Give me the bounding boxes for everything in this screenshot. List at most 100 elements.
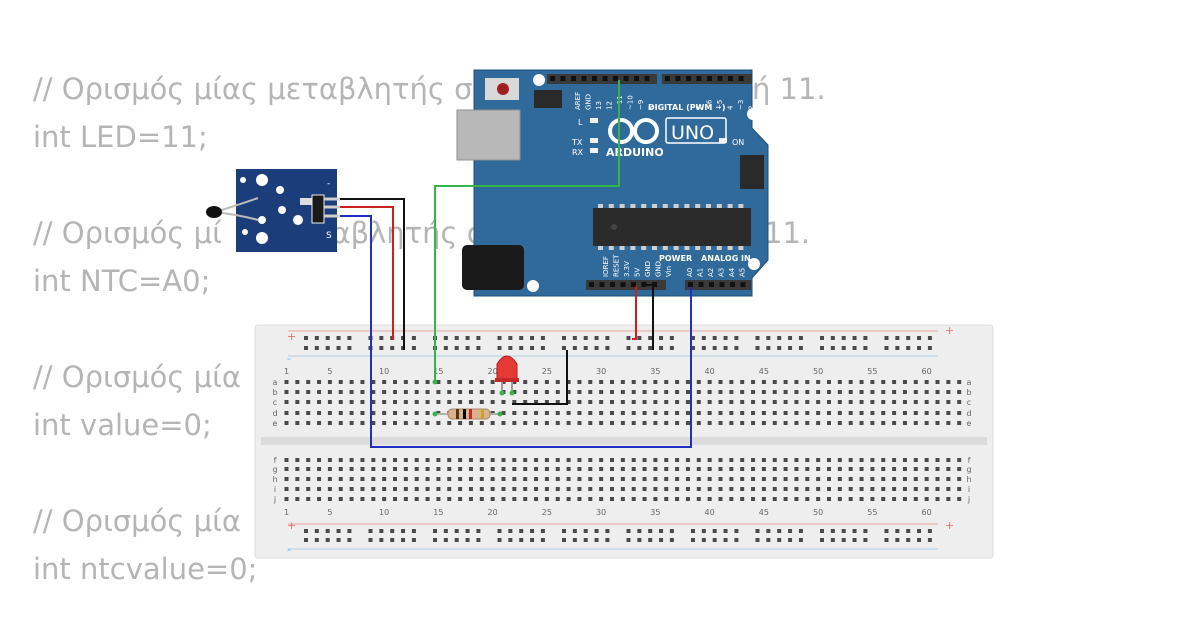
rail-hole[interactable] [788,538,793,542]
breadboard-hole[interactable] [957,390,962,394]
breadboard-hole[interactable] [295,477,300,481]
digital-header-left[interactable] [547,74,657,84]
breadboard-hole[interactable] [566,411,571,415]
breadboard-hole[interactable] [892,477,897,481]
header-socket[interactable] [592,76,597,81]
breadboard-hole[interactable] [740,421,745,425]
header-socket[interactable] [620,282,626,287]
breadboard-hole[interactable] [436,421,441,425]
breadboard-hole[interactable] [523,421,528,425]
breadboard-hole[interactable] [902,390,907,394]
breadboard-hole[interactable] [653,421,658,425]
breadboard-hole[interactable] [881,400,886,404]
breadboard-hole[interactable] [707,400,712,404]
breadboard-hole[interactable] [751,497,756,501]
breadboard-hole[interactable] [848,400,853,404]
breadboard-hole[interactable] [664,487,669,491]
rail-hole[interactable] [852,346,857,350]
rail-hole[interactable] [508,538,513,542]
breadboard-hole[interactable] [403,421,408,425]
rail-hole[interactable] [465,346,470,350]
rail-hole[interactable] [454,336,459,340]
rail-hole[interactable] [347,336,352,340]
breadboard-hole[interactable] [707,477,712,481]
breadboard-hole[interactable] [588,380,593,384]
breadboard-hole[interactable] [555,380,560,384]
rail-hole[interactable] [325,529,330,533]
breadboard-hole[interactable] [740,411,745,415]
breadboard-hole[interactable] [610,390,614,394]
breadboard-hole[interactable] [805,458,810,462]
breadboard-hole[interactable] [935,390,940,394]
breadboard-hole[interactable] [414,497,419,501]
breadboard-hole[interactable] [447,487,452,491]
breadboard-hole[interactable] [403,380,408,384]
breadboard-hole[interactable] [772,497,777,501]
breadboard-hole[interactable] [827,411,831,415]
breadboard-hole[interactable] [479,400,484,404]
breadboard-hole[interactable] [349,400,354,404]
breadboard-hole[interactable] [523,497,528,501]
breadboard-hole[interactable] [479,477,484,481]
breadboard-hole[interactable] [577,467,582,471]
breadboard-hole[interactable] [848,421,853,425]
breadboard-hole[interactable] [653,477,658,481]
breadboard-hole[interactable] [946,458,951,462]
rail-hole[interactable] [540,336,545,340]
breadboard-hole[interactable] [360,380,365,384]
breadboard-hole[interactable] [403,497,408,501]
breadboard-hole[interactable] [761,421,766,425]
breadboard-hole[interactable] [794,497,799,501]
breadboard-hole[interactable] [718,390,723,394]
resistor[interactable] [432,408,503,420]
header-socket[interactable] [644,76,650,81]
rail-hole[interactable] [895,346,900,350]
breadboard-hole[interactable] [610,458,614,462]
breadboard-hole[interactable] [360,477,365,481]
breadboard-hole[interactable] [512,390,517,394]
breadboard-hole[interactable] [317,487,322,491]
breadboard-hole[interactable] [642,380,647,384]
rail-hole[interactable] [777,346,782,350]
breadboard-hole[interactable] [772,400,777,404]
breadboard-hole[interactable] [534,467,539,471]
header-socket[interactable] [696,76,702,81]
rail-hole[interactable] [562,538,566,542]
breadboard-hole[interactable] [642,487,647,491]
breadboard-hole[interactable] [468,487,473,491]
breadboard-hole[interactable] [501,421,506,425]
breadboard-hole[interactable] [653,400,658,404]
breadboard-hole[interactable] [740,497,745,501]
breadboard-hole[interactable] [425,400,430,404]
breadboard-hole[interactable] [859,400,864,404]
rail-hole[interactable] [605,336,610,340]
breadboard-hole[interactable] [718,421,723,425]
breadboard-hole[interactable] [490,467,495,471]
breadboard-hole[interactable] [913,421,918,425]
breadboard-hole[interactable] [447,421,452,425]
breadboard-hole[interactable] [664,390,669,394]
breadboard-hole[interactable] [837,477,842,481]
breadboard-hole[interactable] [371,411,376,415]
breadboard-hole[interactable] [577,421,582,425]
breadboard-hole[interactable] [577,477,582,481]
rail-hole[interactable] [304,529,308,533]
red-led[interactable] [495,355,519,396]
rail-hole[interactable] [884,538,889,542]
breadboard-hole[interactable] [371,467,376,471]
breadboard-hole[interactable] [902,467,907,471]
breadboard-hole[interactable] [892,411,897,415]
breadboard-hole[interactable] [772,390,777,394]
rail-hole[interactable] [669,538,674,542]
breadboard-hole[interactable] [859,421,864,425]
breadboard-hole[interactable] [599,497,604,501]
breadboard-hole[interactable] [425,467,430,471]
breadboard-hole[interactable] [761,497,766,501]
breadboard-hole[interactable] [772,421,777,425]
breadboard-hole[interactable] [902,400,907,404]
breadboard-hole[interactable] [599,390,604,394]
header-socket[interactable] [634,76,639,81]
breadboard-hole[interactable] [512,400,517,404]
breadboard-hole[interactable] [577,487,582,491]
